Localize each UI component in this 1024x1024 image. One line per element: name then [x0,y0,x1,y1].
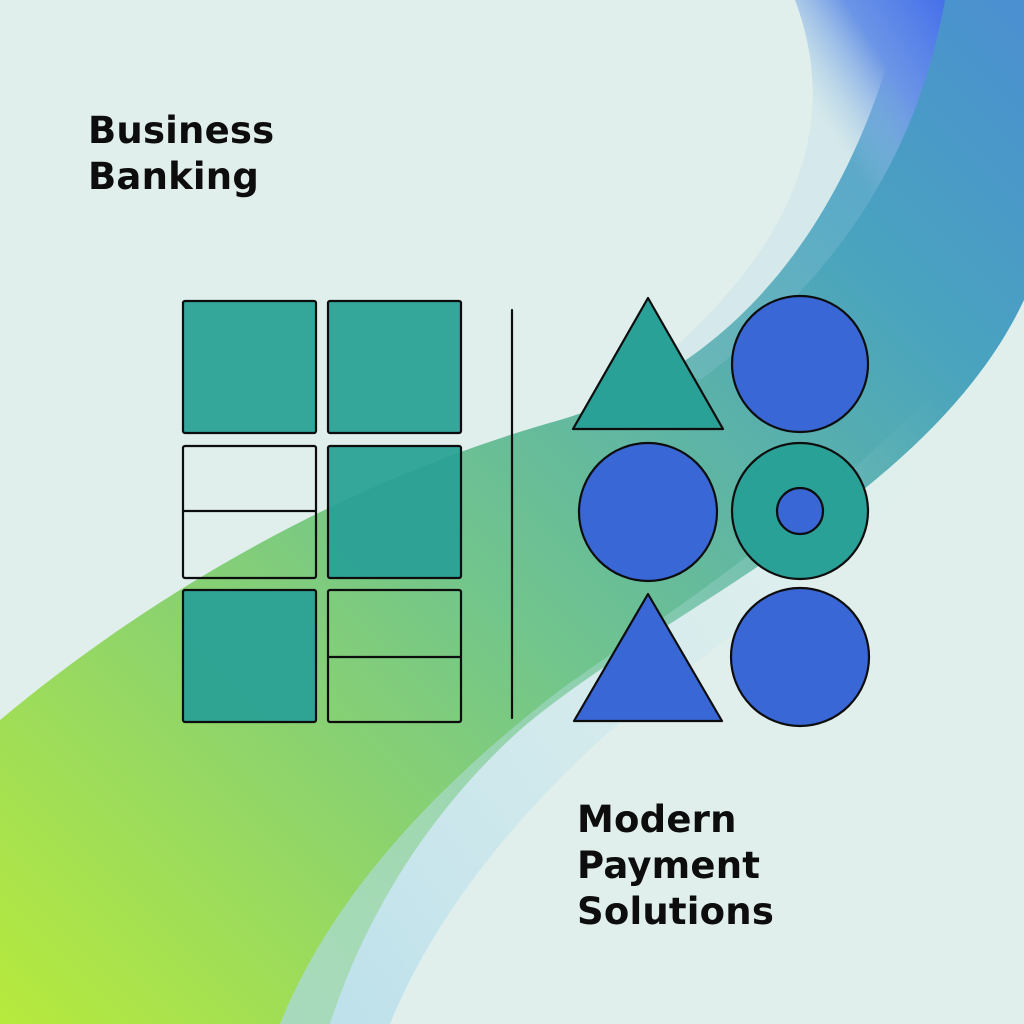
ring-inner-dot-icon [775,486,825,536]
circle-blue-icon-3 [729,586,871,728]
triangle-blue-icon [572,592,724,723]
headline-bottom-line-2: Payment [577,844,761,887]
triangle-teal-icon [571,296,725,431]
circle-blue-icon [730,294,870,434]
square-teal-4 [181,588,318,724]
headline-bottom-line-3: Solutions [577,890,775,933]
square-teal-3 [326,444,463,580]
headline-business-banking: Business Banking [88,108,274,200]
circle-blue-icon-2 [577,441,719,583]
square-grid [181,299,463,724]
square-teal-1 [181,299,318,435]
shape-grid [571,294,871,728]
headline-bottom-line-1: Modern [577,798,737,841]
headline-top-line-2: Banking [88,155,260,198]
wave-band-blue [660,0,945,380]
headline-top-line-1: Business [88,109,275,152]
square-teal-2 [326,299,463,435]
headline-modern-payment-solutions: Modern Payment Solutions [577,797,774,935]
